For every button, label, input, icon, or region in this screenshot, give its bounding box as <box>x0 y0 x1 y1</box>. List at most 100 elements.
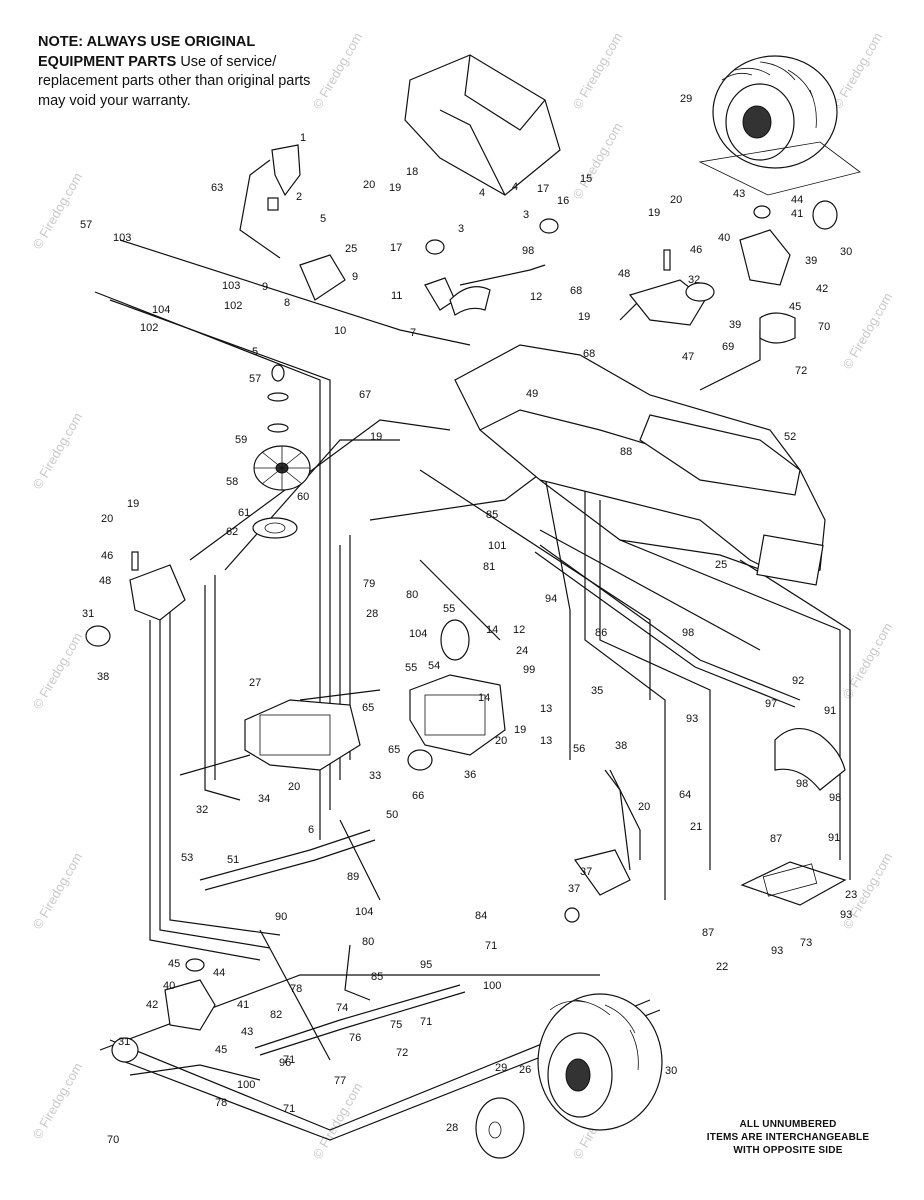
callout-label: 40 <box>718 232 730 244</box>
callout-label: 41 <box>791 208 803 220</box>
callout-label: 20 <box>363 179 375 191</box>
callout-label: 77 <box>334 1075 346 1087</box>
callout-label: 43 <box>733 188 745 200</box>
callout-label: 81 <box>483 561 495 573</box>
callout-label: 22 <box>716 961 728 973</box>
callout-label: 92 <box>792 675 804 687</box>
callout-label: 19 <box>578 311 590 323</box>
callout-label: 9 <box>352 271 358 283</box>
callout-label: 6 <box>308 824 314 836</box>
callout-label: 38 <box>97 671 109 683</box>
callout-label: 23 <box>845 889 857 901</box>
callout-label: 99 <box>523 664 535 676</box>
callout-label: 93 <box>771 945 783 957</box>
callout-label: 20 <box>288 781 300 793</box>
callout-label: 39 <box>805 255 817 267</box>
callout-label: 57 <box>80 219 92 231</box>
callout-label: 49 <box>526 388 538 400</box>
callout-label: 64 <box>679 789 691 801</box>
callout-label: 62 <box>226 526 238 538</box>
callout-labels: 1 2 3 3 4 4 5 5 6 7 8 9 9 10 11 12 12 13… <box>80 93 857 1146</box>
callout-label: 98 <box>682 627 694 639</box>
callout-label: 98 <box>522 245 534 257</box>
watermark-text: © Firedog.com <box>830 30 886 112</box>
callout-label: 73 <box>800 937 812 949</box>
callout-label: 48 <box>618 268 630 280</box>
callout-label: 85 <box>371 971 383 983</box>
callout-label: 82 <box>270 1009 282 1021</box>
callout-label: 28 <box>366 608 378 620</box>
linkage-rods <box>129 159 801 1081</box>
callout-label: 96 <box>279 1057 291 1069</box>
callout-label: 48 <box>99 575 111 587</box>
callout-label: 26 <box>519 1064 531 1076</box>
watermark-text: © Firedog.com <box>310 30 366 112</box>
callout-label: 101 <box>488 540 506 552</box>
footnote-line: WITH OPPOSITE SIDE <box>733 1145 843 1156</box>
callout-label: 44 <box>791 194 803 206</box>
spindle-bracket-left <box>111 958 216 1063</box>
callout-label: 19 <box>389 182 401 194</box>
callout-label: 98 <box>796 778 808 790</box>
callout-label: 8 <box>284 297 290 309</box>
callout-label: 37 <box>568 883 580 895</box>
callout-label: 61 <box>238 507 250 519</box>
callout-label: 102 <box>140 322 158 334</box>
callout-label: 75 <box>390 1019 402 1031</box>
spindle-bracket-right <box>739 200 838 344</box>
watermark-text: © Firedog.com <box>840 290 896 372</box>
callout-label: 25 <box>345 243 357 255</box>
callout-label: 80 <box>362 936 374 948</box>
callout-label: 102 <box>224 300 242 312</box>
callout-label: 78 <box>215 1097 227 1109</box>
front-wheel-bottom <box>475 993 663 1159</box>
callout-label: 31 <box>118 1036 130 1048</box>
watermark-text: © Firedog.com <box>570 120 626 202</box>
callout-label: 36 <box>464 769 476 781</box>
callout-label: 5 <box>320 213 326 225</box>
callout-label: 46 <box>101 550 113 562</box>
callout-label: 11 <box>391 290 402 302</box>
hydro-pump <box>407 619 506 771</box>
callout-label: 32 <box>688 274 700 286</box>
callout-label: 24 <box>516 645 528 657</box>
callout-label: 20 <box>495 735 507 747</box>
callout-label: 74 <box>336 1002 348 1014</box>
callout-label: 19 <box>514 724 526 736</box>
callout-label: 80 <box>406 589 418 601</box>
deck-plate <box>639 414 801 496</box>
callout-label: 53 <box>181 852 193 864</box>
callout-label: 104 <box>355 906 373 918</box>
callout-label: 20 <box>670 194 682 206</box>
callout-label: 27 <box>249 677 261 689</box>
callout-label: 2 <box>296 191 302 203</box>
callout-label: 30 <box>840 246 852 258</box>
callout-label: 28 <box>446 1122 458 1134</box>
throttle-control <box>267 144 346 301</box>
callout-label: 89 <box>347 871 359 883</box>
callout-label: 43 <box>241 1026 253 1038</box>
callout-label: 3 <box>458 223 464 235</box>
fan-pulley <box>252 364 311 539</box>
callout-label: 69 <box>722 341 734 353</box>
callout-label: 12 <box>513 624 525 636</box>
callout-label: 100 <box>237 1079 255 1091</box>
pedal-assembly <box>564 769 631 923</box>
callout-label: 90 <box>275 911 287 923</box>
watermark-text: © Firedog.com <box>570 30 626 112</box>
callout-label: 78 <box>290 983 302 995</box>
callout-label: 93 <box>840 909 852 921</box>
callout-label: 104 <box>152 304 170 316</box>
callout-label: 31 <box>82 608 94 620</box>
callout-label: 21 <box>690 821 702 833</box>
transmission <box>179 689 381 776</box>
callout-label: 19 <box>127 498 139 510</box>
bell-crank-left <box>85 551 186 647</box>
watermark-text: © Firedog.com <box>30 850 86 932</box>
callout-label: 91 <box>824 705 836 717</box>
callout-label: 17 <box>390 242 402 254</box>
callout-label: 14 <box>486 624 498 636</box>
callout-label: 94 <box>545 593 557 605</box>
callout-label: 51 <box>227 854 239 866</box>
